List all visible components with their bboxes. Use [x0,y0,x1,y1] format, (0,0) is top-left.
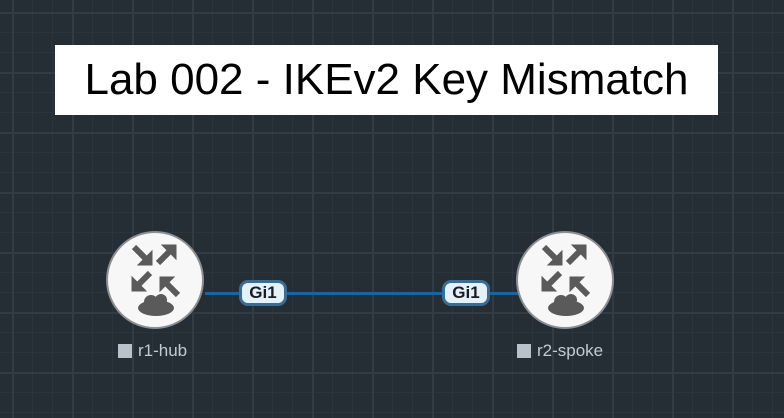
interface-label-r1[interactable]: Gi1 [239,280,287,306]
node-state-icon [118,344,132,358]
node-label-r1: r1-hub [118,341,187,361]
node-name: r2-spoke [537,341,604,360]
router-icon [131,244,181,316]
node-name: r1-hub [138,341,188,360]
node-r1-hub[interactable] [106,231,204,329]
link-r1-r2[interactable] [205,292,520,295]
router-icon [541,244,591,316]
node-label-r2: r2-spoke [517,341,603,361]
node-r2-spoke[interactable] [516,231,614,329]
node-state-icon [517,344,531,358]
lab-title: Lab 002 - IKEv2 Key Mismatch [55,45,718,115]
interface-label-r2[interactable]: Gi1 [442,280,490,306]
